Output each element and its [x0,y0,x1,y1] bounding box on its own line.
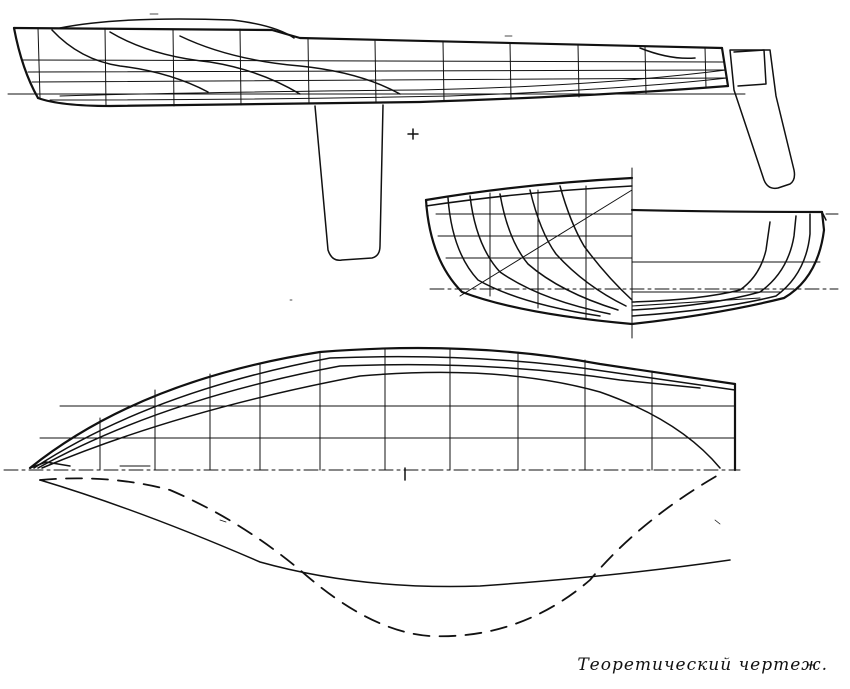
sectional-area-curves [39,473,731,638]
sheer-plan [7,18,796,262]
body-plan [424,167,839,339]
drawing-caption: Теоретический чертеж. [577,655,828,675]
print-specks [149,13,721,525]
half-breadth-plan [3,346,741,481]
